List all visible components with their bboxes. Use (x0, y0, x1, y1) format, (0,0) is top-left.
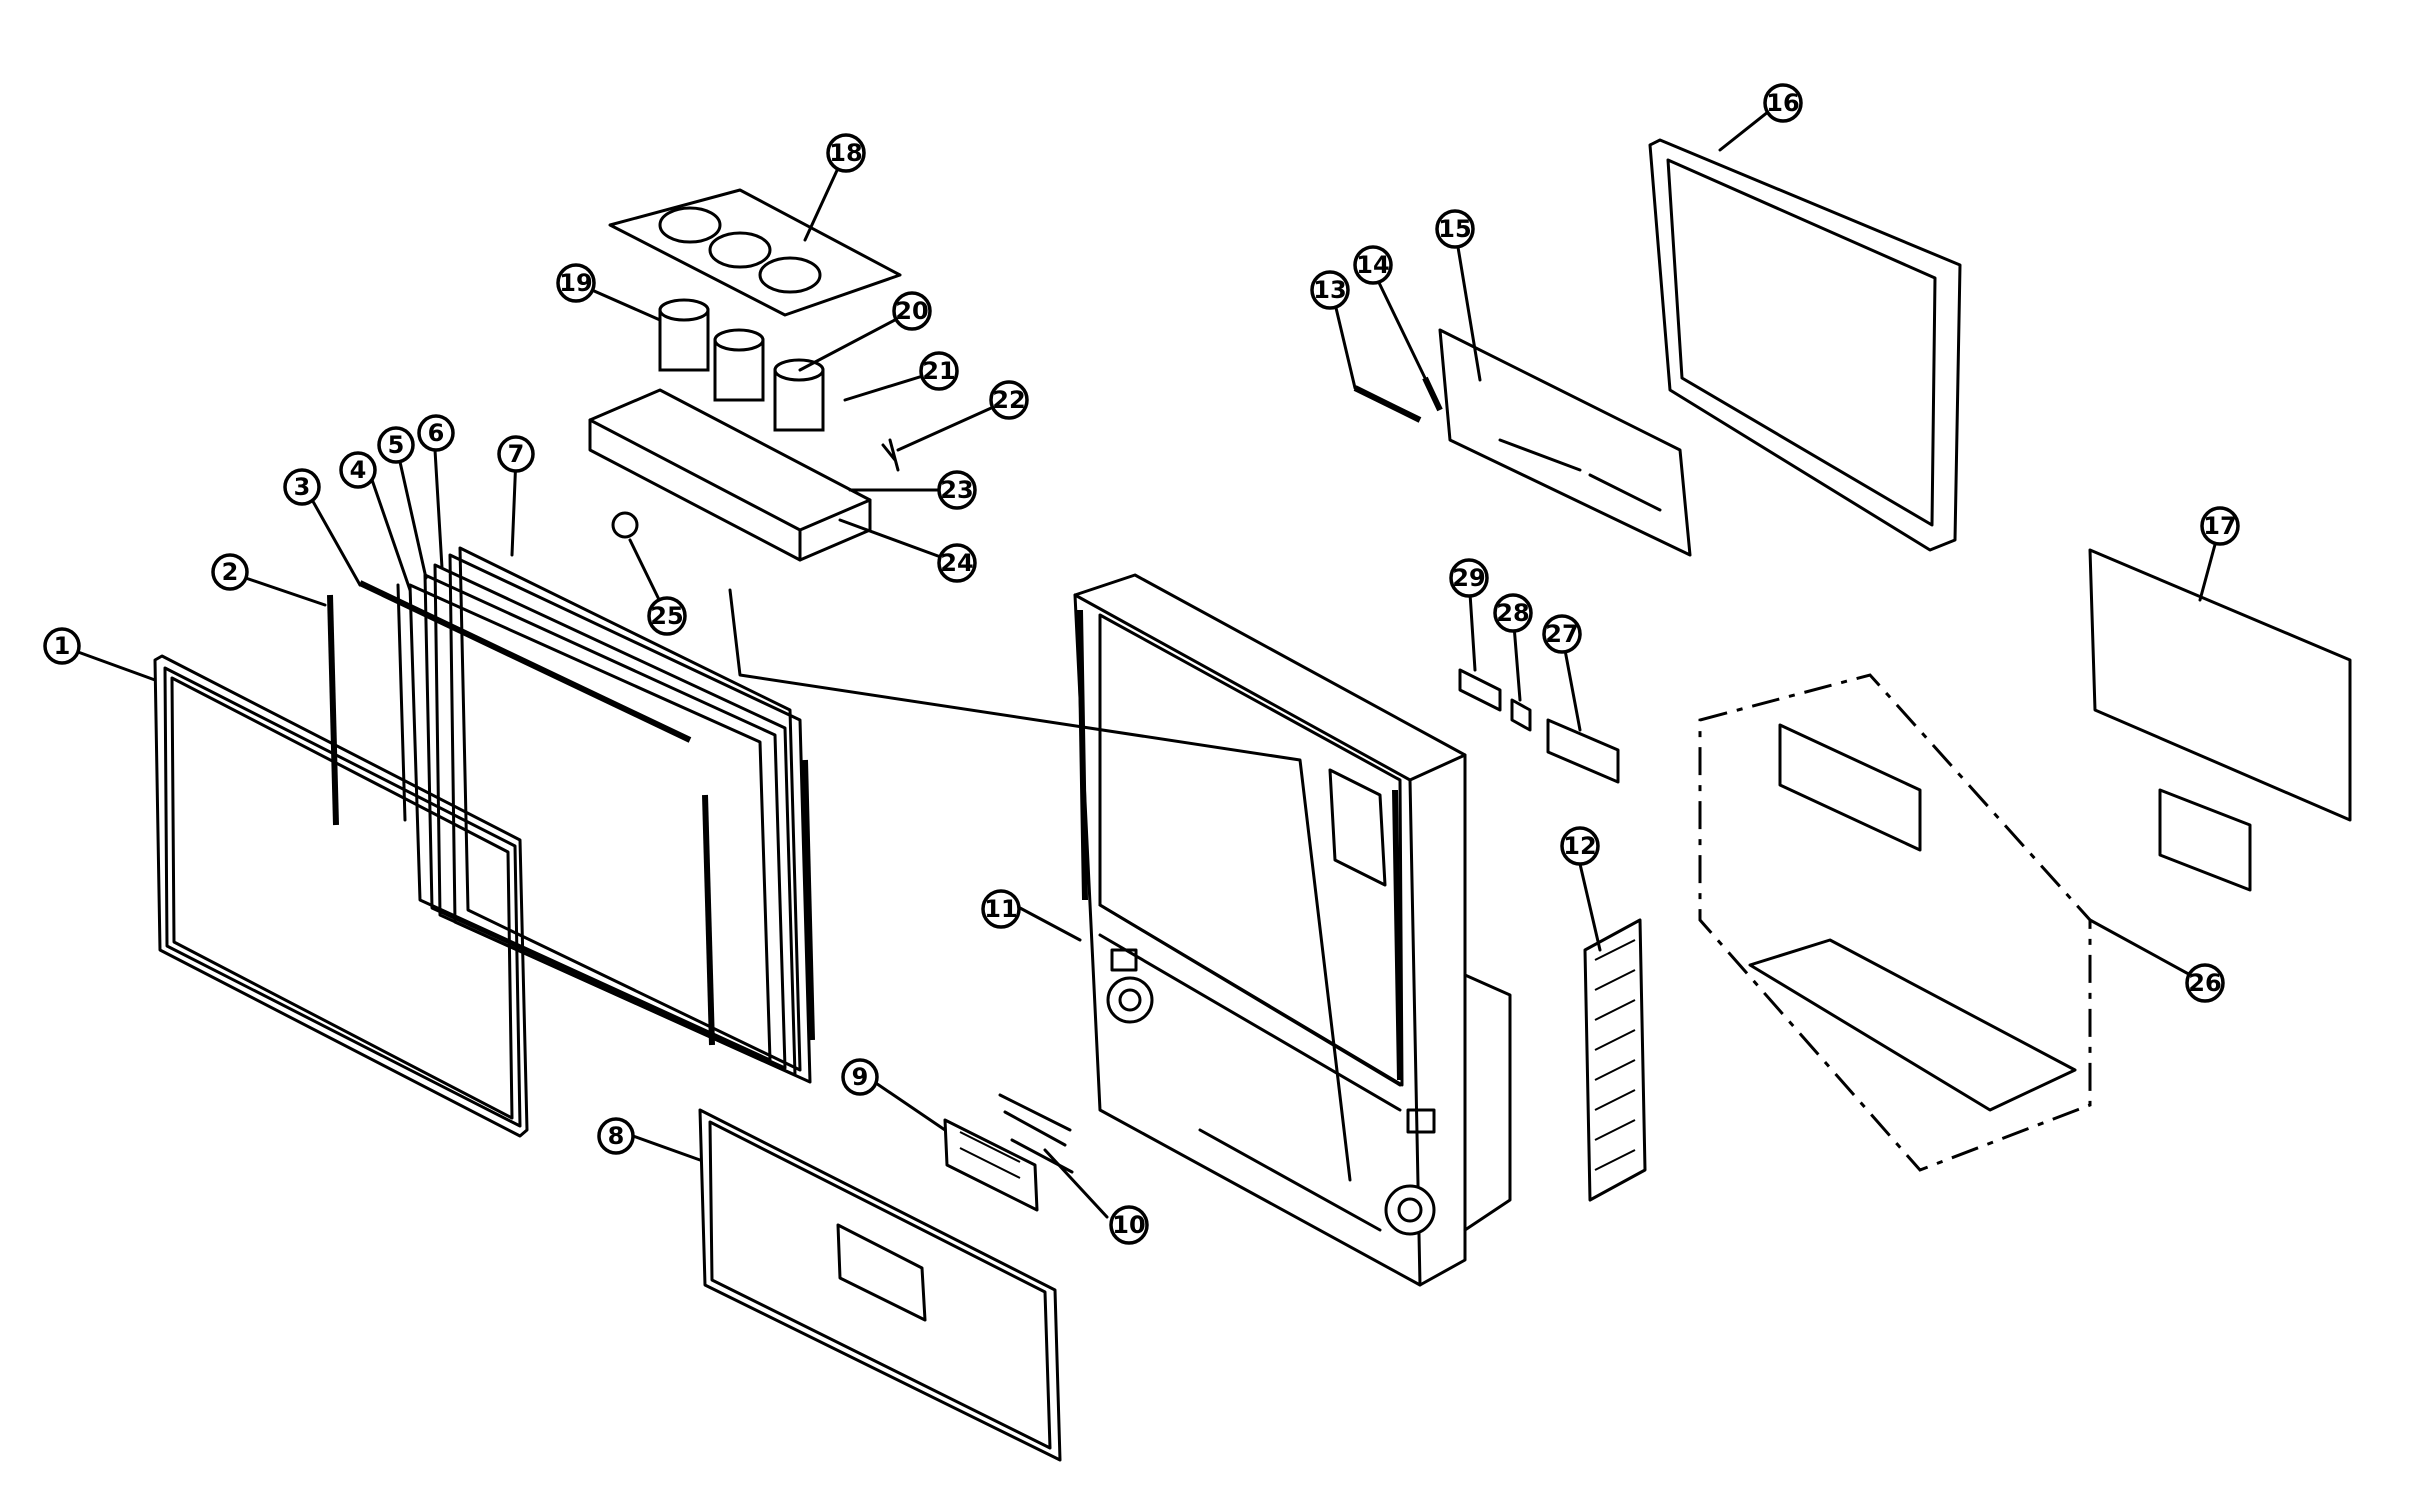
callout-2: 2 (211, 553, 249, 591)
callout-5-label: 5 (388, 431, 405, 459)
part-8-lower-panel (698, 1108, 1062, 1462)
part-17-rear-panel (2088, 548, 2352, 892)
callout-23-label: 23 (940, 476, 973, 504)
parts-13-16-rear-frame (1353, 138, 1962, 557)
callout-3: 3 (283, 468, 321, 506)
part-2-side-strip (327, 594, 339, 826)
callout-16-label: 16 (1766, 89, 1799, 117)
callout-12-label: 12 (1563, 832, 1596, 860)
callout-22-label: 22 (992, 386, 1025, 414)
callout-20-label: 20 (895, 297, 928, 325)
callout-19-label: 19 (559, 269, 592, 297)
callout-22: 22 (989, 380, 1029, 420)
callout-9: 9 (841, 1058, 879, 1096)
callout-27: 27 (1542, 614, 1582, 654)
parts-19-25-projector-assembly (588, 298, 900, 562)
callout-28-label: 28 (1496, 599, 1529, 627)
callout-27-label: 27 (1545, 620, 1578, 648)
callout-8: 8 (597, 1117, 635, 1155)
callout-10: 10 (1109, 1205, 1149, 1245)
callout-19: 19 (556, 263, 596, 303)
callout-11: 11 (981, 889, 1021, 929)
callout-24-label: 24 (940, 549, 973, 577)
part-1-front-bezel (153, 654, 529, 1138)
callout-12: 12 (1560, 826, 1600, 866)
callout-20: 20 (892, 291, 932, 331)
callout-7-label: 7 (508, 440, 525, 468)
callout-10-label: 10 (1112, 1211, 1145, 1239)
callout-26: 26 (2185, 963, 2225, 1003)
callout-13-label: 13 (1313, 276, 1346, 304)
callout-18: 18 (826, 133, 866, 173)
callout-14: 14 (1353, 245, 1393, 285)
part-12-vent-grille (1583, 918, 1647, 1202)
callout-23: 23 (937, 470, 977, 510)
part-9-10-control-board (943, 1093, 1074, 1212)
callout-28: 28 (1493, 593, 1533, 633)
callout-17: 17 (2200, 506, 2240, 546)
callout-6-label: 6 (428, 419, 445, 447)
callout-21-label: 21 (922, 357, 955, 385)
part-3-top-strip (358, 580, 692, 743)
callout-4-label: 4 (350, 456, 367, 484)
callout-17-label: 17 (2203, 512, 2236, 540)
callout-1: 1 (43, 627, 81, 665)
callout-29: 29 (1449, 558, 1489, 598)
callout-9-label: 9 (852, 1063, 869, 1091)
callout-6: 6 (417, 414, 455, 452)
callout-21: 21 (919, 351, 959, 391)
callout-14-label: 14 (1356, 251, 1389, 279)
callout-15: 15 (1435, 209, 1475, 249)
callout-25-label: 25 (650, 602, 683, 630)
callout-4: 4 (339, 451, 377, 489)
callout-1-label: 1 (54, 632, 71, 660)
part-26-chassis-group (1698, 673, 2092, 1172)
callout-26-label: 26 (2188, 969, 2221, 997)
callout-2-label: 2 (222, 558, 239, 586)
callout-24: 24 (937, 543, 977, 583)
parts-27-29-brackets (1458, 668, 1620, 784)
callout-5: 5 (377, 426, 415, 464)
parts-4-7-screen-layers (396, 546, 815, 1084)
callout-3-label: 3 (294, 473, 311, 501)
callout-11-label: 11 (984, 895, 1017, 923)
callout-16: 16 (1763, 83, 1803, 123)
part-18-lens-cover (608, 188, 902, 317)
callout-13: 13 (1310, 270, 1350, 310)
callout-8-label: 8 (608, 1122, 625, 1150)
callout-18-label: 18 (829, 139, 862, 167)
part-11-main-cabinet (1073, 573, 1512, 1287)
callout-29-label: 29 (1452, 564, 1485, 592)
callout-15-label: 15 (1438, 215, 1471, 243)
callout-7: 7 (497, 435, 535, 473)
callout-25: 25 (647, 596, 687, 636)
